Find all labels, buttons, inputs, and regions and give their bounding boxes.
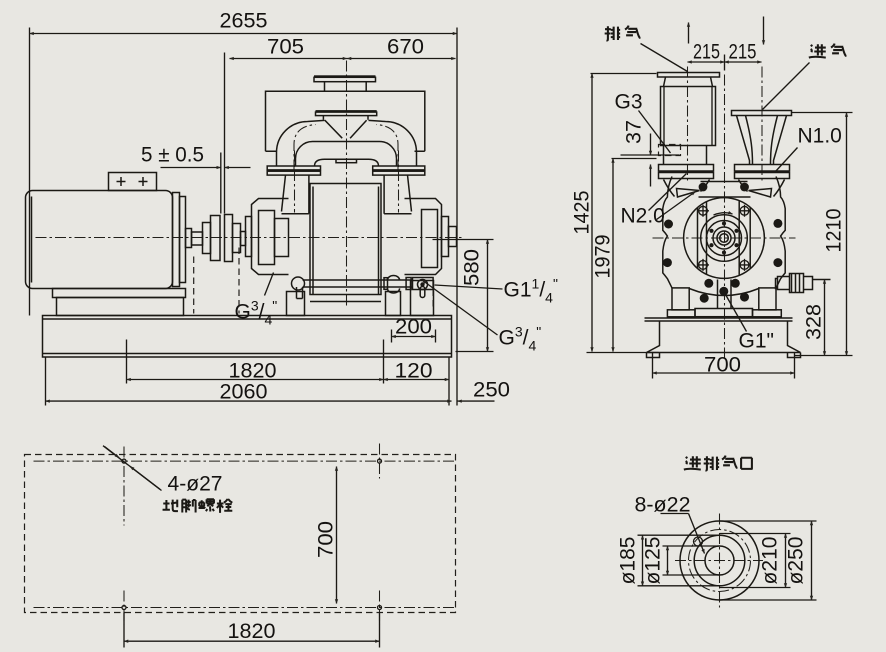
svg-text:200: 200 [395, 316, 432, 339]
svg-text:ø125: ø125 [642, 537, 665, 585]
svg-text:328: 328 [803, 304, 826, 340]
svg-text:N1.0: N1.0 [798, 125, 842, 148]
svg-text:215: 215 [729, 41, 757, 64]
svg-text:120: 120 [395, 360, 433, 383]
svg-text:700: 700 [315, 521, 338, 558]
svg-text:5 ± 0.5: 5 ± 0.5 [141, 144, 204, 167]
svg-text:1979: 1979 [592, 235, 615, 279]
svg-text:2655: 2655 [220, 10, 268, 33]
svg-text:215: 215 [693, 41, 720, 64]
svg-text:1820: 1820 [228, 620, 276, 643]
svg-text:G3: G3 [615, 91, 643, 114]
svg-text:250: 250 [473, 379, 510, 402]
svg-text:580: 580 [461, 249, 484, 286]
svg-text:N2.0: N2.0 [621, 205, 665, 228]
svg-text:G1": G1" [739, 330, 774, 353]
svg-text:ø185: ø185 [617, 537, 640, 585]
svg-text:ø250: ø250 [785, 537, 808, 585]
svg-text:1210: 1210 [823, 209, 846, 253]
svg-text:1425: 1425 [571, 191, 594, 235]
svg-text:ø210: ø210 [759, 537, 782, 585]
svg-text:8-ø22: 8-ø22 [635, 494, 691, 517]
svg-text:700: 700 [704, 354, 741, 377]
svg-text:37: 37 [623, 120, 646, 144]
svg-text:4-ø27: 4-ø27 [168, 473, 223, 496]
svg-text:2060: 2060 [220, 381, 268, 404]
svg-text:1820: 1820 [229, 360, 277, 383]
svg-text:670: 670 [387, 36, 424, 59]
svg-text:705: 705 [267, 36, 304, 59]
